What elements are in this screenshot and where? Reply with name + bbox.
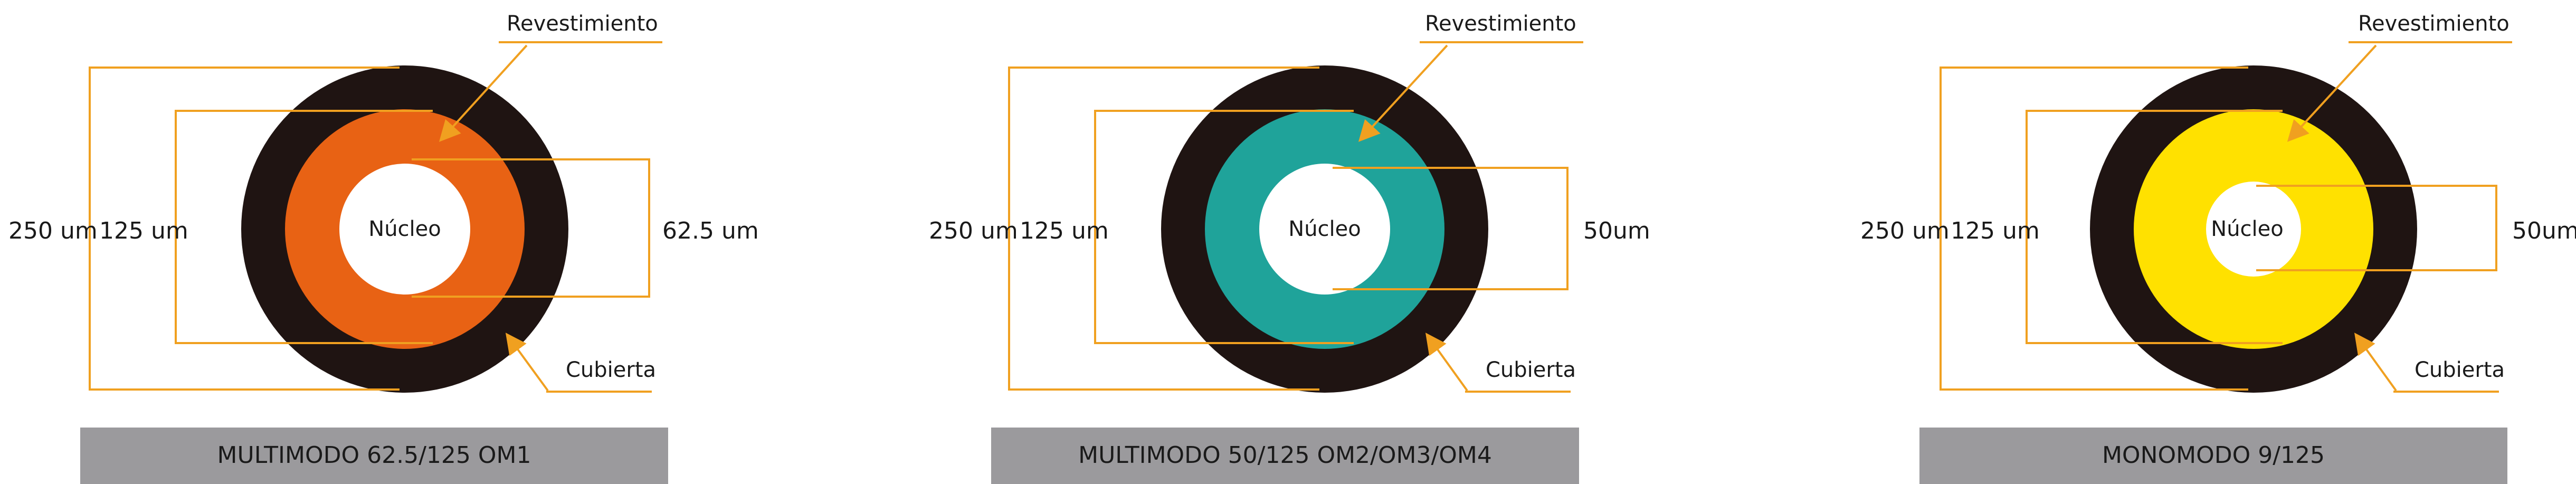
cladding-diameter-bracket xyxy=(2026,110,2283,344)
cladding-diameter-bracket xyxy=(175,110,433,344)
core-diameter-bracket xyxy=(412,158,650,298)
core-diameter-label: 50um xyxy=(1583,217,1650,244)
core-label: Núcleo xyxy=(368,217,441,241)
jacket-arrow xyxy=(1425,333,1468,392)
cladding-diameter-label: 125 um xyxy=(99,217,188,244)
caption-bar xyxy=(1919,428,2507,484)
caption-bar xyxy=(80,428,668,484)
core-diameter-label: 62.5 um xyxy=(662,217,759,244)
cladding-arrow xyxy=(1358,44,1448,142)
core-diameter-label: 50um xyxy=(2512,217,2576,244)
cladding-diameter-label: 125 um xyxy=(1951,217,2040,244)
core-circle xyxy=(339,164,470,295)
outer-diameter-label: 250 um xyxy=(929,217,1018,244)
cladding-arrow xyxy=(2287,44,2377,142)
cladding-label: Revestimiento xyxy=(2358,12,2510,36)
outer-diameter-bracket xyxy=(1008,67,1319,391)
cladding-diameter-label: 125 um xyxy=(1020,217,1109,244)
jacket-label: Cubierta xyxy=(566,358,656,382)
caption-text: MULTIMODO 62.5/125 OM1 xyxy=(217,442,531,469)
fiber-panel-2: Núcleo 250 um 125 um 50um Revestimiento … xyxy=(929,12,1650,484)
core-label: Núcleo xyxy=(2211,217,2283,241)
cladding-label: Revestimiento xyxy=(507,12,658,36)
caption-text: MULTIMODO 50/125 OM2/OM3/OM4 xyxy=(1078,442,1492,469)
core-diameter-bracket xyxy=(1333,167,1569,290)
outer-diameter-label: 250 um xyxy=(1860,217,1950,244)
jacket-label: Cubierta xyxy=(2415,358,2505,382)
fiber-panel-1: Núcleo 250 um 125 um 62.5 um Revestimien… xyxy=(8,12,759,484)
caption-text: MONOMODO 9/125 xyxy=(2102,442,2325,469)
core-circle xyxy=(1259,164,1390,295)
jacket-label: Cubierta xyxy=(1486,358,1576,382)
cladding-diameter-bracket xyxy=(1094,110,1354,344)
cladding-arrow xyxy=(439,44,528,142)
jacket-arrow xyxy=(505,333,549,392)
caption-bar xyxy=(991,428,1579,484)
outer-diameter-bracket xyxy=(1940,67,2248,391)
outer-diameter-bracket xyxy=(89,67,400,391)
core-label: Núcleo xyxy=(1288,217,1361,241)
outer-diameter-label: 250 um xyxy=(8,217,98,244)
cladding-label: Revestimiento xyxy=(1425,12,1576,36)
fiber-panel-3: Núcleo 250 um 125 um 50um Revestimiento … xyxy=(1860,12,2576,484)
core-diameter-bracket xyxy=(2256,185,2497,271)
core-circle xyxy=(2206,182,2301,277)
jacket-arrow xyxy=(2354,333,2397,392)
